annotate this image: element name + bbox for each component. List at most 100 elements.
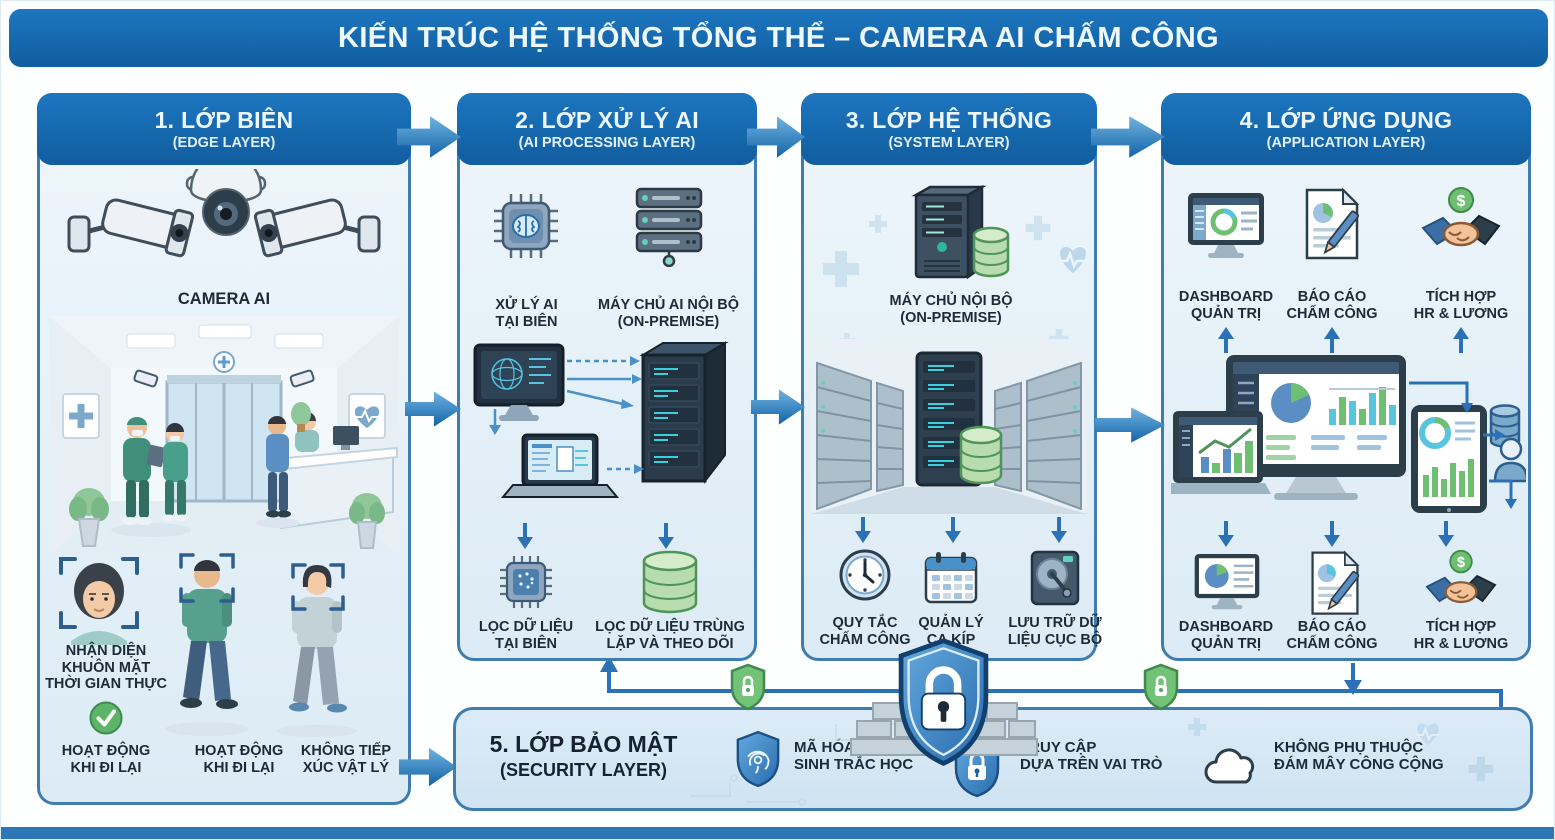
dashboard-monitor-icon xyxy=(1194,553,1260,610)
security-layer-panel: 5. LỚP BẢO MẬT (SECURITY LAYER) MÃ HÓA D… xyxy=(453,707,1533,811)
handshake-icon: $ xyxy=(1425,549,1497,604)
devices-illustration xyxy=(1171,355,1526,513)
camera-ai-icons xyxy=(67,169,381,258)
fingerprint-shield-icon xyxy=(736,730,780,788)
system-item-label: LƯU TRỮ DỮ LIỆU CỤC BỘ xyxy=(1007,615,1103,648)
arrow-down-icon xyxy=(1324,521,1340,547)
svg-text:$: $ xyxy=(1457,193,1466,210)
system-server-label: MÁY CHỦ NỘI BỘ (ON-PREMISE) xyxy=(889,293,1013,326)
plus-decoration xyxy=(1468,756,1494,782)
plant-decoration xyxy=(349,493,385,549)
app-item-label: DASHBOARD QUẢN TRỊ xyxy=(1178,619,1274,652)
database-user-icon xyxy=(1489,404,1526,483)
lobby-illustration xyxy=(49,316,399,554)
edge-benefit-label: KHÔNG TIẾP XÚC VẬT LÝ xyxy=(300,743,392,776)
hdd-icon xyxy=(1030,550,1080,606)
application-layer-title: 4. LỚP ỨNG DỤNG xyxy=(1239,107,1453,133)
app-item-label: BÁO CÁO CHẤM CÔNG xyxy=(1286,289,1378,322)
ai-processing-layer-subtitle: (AI PROCESSING LAYER) xyxy=(518,135,696,151)
flow-arrow-edge-to-security xyxy=(399,747,457,787)
plus-decoration xyxy=(1025,215,1051,241)
plant-decoration xyxy=(69,488,109,547)
face-bracket-icon xyxy=(179,553,235,603)
security-item-label: TRUY CẬP DỰA TRÊN VAI TRÒ xyxy=(1020,739,1163,774)
database-icon xyxy=(642,550,698,614)
ai-pipeline-illustration xyxy=(473,341,729,498)
wall-camera-icon xyxy=(133,369,315,388)
heart-pulse-decoration xyxy=(1416,723,1440,745)
plus-decoration xyxy=(823,251,859,287)
ai-item-label: LỌC DỮ LIỆU TRÙNG LẶP VÀ THEO DÕI xyxy=(595,619,745,652)
arrow-down-icon xyxy=(658,523,674,549)
face-recognition-label: NHẬN DIỆN KHUÔN MẶT THỜI GIAN THỰC xyxy=(45,643,167,693)
svg-text:$: $ xyxy=(1457,555,1465,571)
ai-item-label: MÁY CHỦ AI NỘI BỘ (ON-PREMISE) xyxy=(598,297,739,330)
edge-benefit-label: HOẠT ĐỘNG KHI ĐI LẠI xyxy=(194,743,284,776)
ai-processing-layer-title: 2. LỚP XỬ LÝ AI xyxy=(515,107,699,133)
diagram-title-bar: KIẾN TRÚC HỆ THỐNG TỔNG THỂ – CAMERA AI … xyxy=(9,9,1548,67)
arrow-down-icon xyxy=(1218,521,1234,547)
face-recognition-illustration xyxy=(59,553,357,737)
laptop-icon xyxy=(500,433,620,498)
calendar-icon xyxy=(924,552,978,604)
dome-camera-icon xyxy=(185,169,267,236)
ai-item-label: LỌC DỮ LIỆU TẠI BIÊN xyxy=(478,619,574,652)
bullet-camera-icon xyxy=(67,198,195,258)
arrow-down-icon xyxy=(1438,521,1454,547)
ai-chip-icon xyxy=(494,194,558,258)
plus-decoration xyxy=(869,215,887,233)
edge-layer-title: 1. LỚP BIÊN xyxy=(154,107,294,133)
monitor-icon xyxy=(473,343,565,421)
diagram-title: KIẾN TRÚC HỆ THỐNG TỔNG THỂ – CAMERA AI … xyxy=(337,21,1219,54)
walking-person xyxy=(289,565,347,713)
arrow-up-icon xyxy=(1453,327,1469,353)
laptop-chart-icon xyxy=(1171,411,1271,494)
system-layer-header: 3. LỚP HỆ THỐNG (SYSTEM LAYER) xyxy=(801,93,1097,165)
app-item-label: TÍCH HỢP HR & LƯƠNG xyxy=(1413,289,1509,322)
arrow-up-icon xyxy=(1324,327,1340,353)
app-item-label: TÍCH HỢP HR & LƯƠNG xyxy=(1413,619,1509,652)
arrow-down-icon xyxy=(945,517,961,543)
clock-icon xyxy=(839,549,891,601)
flow-arrow-system-to-app xyxy=(1091,116,1165,158)
system-item-label: QUẢN LÝ CA KÍP xyxy=(918,615,984,648)
camera-ai-label: CAMERA AI xyxy=(177,290,271,308)
flow-arrow-edge-to-ai xyxy=(405,391,461,427)
plus-decoration xyxy=(1188,718,1206,736)
application-layer-subtitle: (APPLICATION LAYER) xyxy=(1266,135,1426,151)
security-item-label: KHÔNG PHỤ THUỘC ĐÁM MÂY CÔNG CỘNG xyxy=(1274,739,1444,774)
ai-item-label: XỬ LÝ AI TẠI BIÊN xyxy=(495,297,558,330)
recognized-face-portrait xyxy=(71,563,127,645)
green-lock-shield-icon xyxy=(730,663,766,711)
ai-processing-layer-header: 2. LỚP XỬ LÝ AI (AI PROCESSING LAYER) xyxy=(457,93,757,165)
check-icon xyxy=(89,701,123,735)
report-icon xyxy=(1311,550,1360,615)
application-layer-header: 4. LỚP ỨNG DỤNG (APPLICATION LAYER) xyxy=(1161,93,1531,165)
system-layer-subtitle: (SYSTEM LAYER) xyxy=(888,135,1010,151)
green-lock-shield-icon xyxy=(1143,663,1179,711)
heart-pulse-decoration xyxy=(1059,246,1087,273)
security-shield-icon xyxy=(898,638,989,766)
bullet-camera-icon xyxy=(253,198,381,258)
arrow-down-icon xyxy=(517,523,533,549)
app-item-label: DASHBOARD QUẢN TRỊ xyxy=(1178,289,1274,322)
flow-arrow-ai-to-system xyxy=(751,389,805,425)
walking-person xyxy=(180,560,238,709)
server-stack-icon xyxy=(635,187,703,267)
report-icon xyxy=(1305,187,1360,260)
arrow-down-icon xyxy=(1051,517,1067,543)
flow-arrow-ai-to-system xyxy=(747,116,805,158)
handshake-icon: $ xyxy=(1421,187,1501,247)
medical-cross-sign-icon xyxy=(213,351,235,373)
security-layer-subtitle: (SECURITY LAYER) xyxy=(499,760,668,780)
tablet-chart-icon xyxy=(1411,405,1487,513)
edge-layer-subtitle: (EDGE LAYER) xyxy=(172,135,276,151)
face-bracket-icon xyxy=(291,563,345,611)
flow-arrow-system-to-app xyxy=(1095,407,1165,443)
bottom-accent-strip xyxy=(1,827,1554,839)
edge-layer-header: 1. LỚP BIÊN (EDGE LAYER) xyxy=(37,93,411,165)
system-item-label: QUY TẮC CHẤM CÔNG xyxy=(819,615,911,648)
security-layer-title: 5. LỚP BẢO MẬT xyxy=(489,731,678,757)
dashboard-monitor-icon xyxy=(1188,193,1264,258)
